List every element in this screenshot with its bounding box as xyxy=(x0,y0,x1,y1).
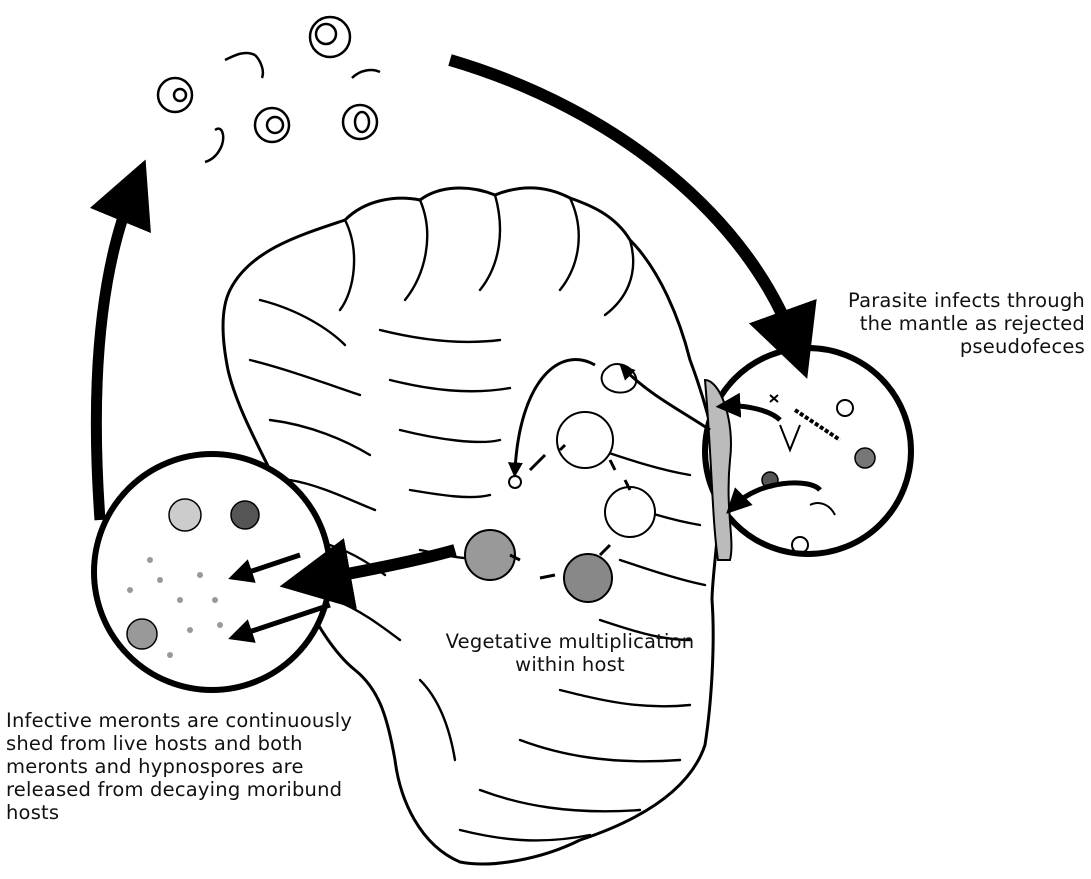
release-label: Infective meronts are continuously shed … xyxy=(6,709,386,824)
dispersal-arrow xyxy=(96,190,133,520)
multiplication-label: Vegetative multiplication within host xyxy=(430,630,710,676)
entry-label: Parasite infects through the mantle as r… xyxy=(815,289,1085,358)
entry-inset xyxy=(705,348,911,560)
release-inset xyxy=(94,454,330,690)
free-stages xyxy=(158,17,380,162)
